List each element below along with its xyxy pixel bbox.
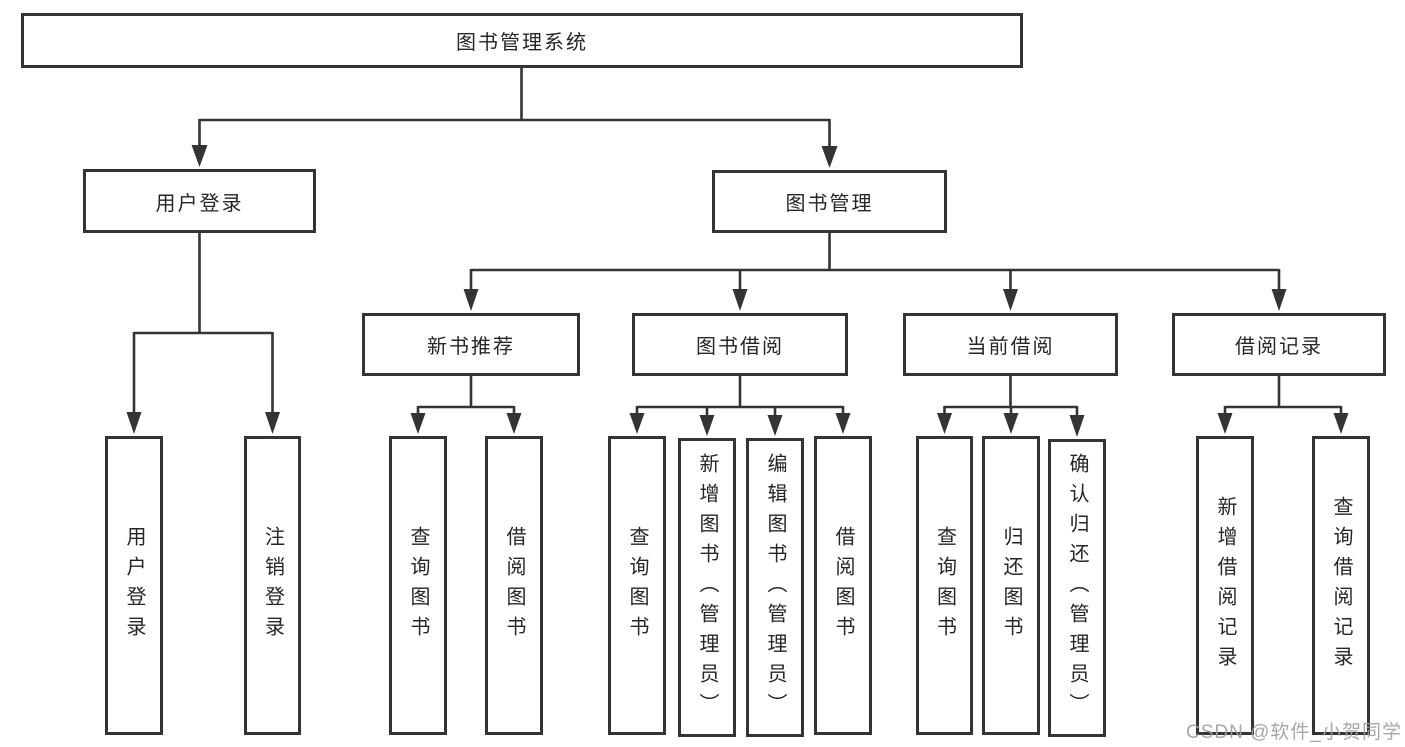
arrow-down-icon — [821, 146, 838, 168]
arrow-down-icon — [1333, 413, 1349, 434]
csdn-watermark: CSDN @软件_小贺同学 — [1186, 722, 1402, 743]
arrow-down-icon — [835, 413, 851, 434]
leaf-edit-book-admin: 编辑图书（管理员） — [746, 438, 804, 737]
node-borrowing-records: 借阅记录 — [1172, 313, 1386, 376]
leaf-borrow-books-borrowing: 借阅图书 — [814, 436, 872, 735]
node-label: 借阅图书 — [832, 525, 854, 646]
node-label: 编辑图书（管理员） — [764, 452, 786, 723]
arrow-down-icon — [265, 412, 280, 434]
node-label: 查询图书 — [626, 525, 648, 646]
arrow-down-icon — [732, 289, 748, 311]
node-current-borrowing: 当前借阅 — [903, 313, 1118, 376]
leaf-add-borrow-record: 新增借阅记录 — [1196, 436, 1254, 735]
arrow-down-icon — [767, 415, 783, 436]
leaf-user-login: 用户登录 — [105, 436, 163, 735]
node-root-library-management-system: 图书管理系统 — [21, 13, 1023, 68]
leaf-query-books-borrowing: 查询图书 — [608, 436, 666, 735]
node-label: 注销登录 — [261, 525, 284, 646]
node-label: 新增图书（管理员） — [696, 452, 718, 723]
arrow-down-icon — [126, 412, 142, 434]
leaf-query-books-recommend: 查询图书 — [389, 436, 447, 735]
arrow-down-icon — [699, 415, 715, 436]
leaf-return-book: 归还图书 — [982, 436, 1040, 735]
leaf-add-book-admin: 新增图书（管理员） — [678, 438, 736, 737]
node-label: 图书管理 — [785, 193, 874, 215]
node-label: 图书借阅 — [696, 336, 784, 358]
node-label: 确认归还（管理员） — [1066, 453, 1088, 723]
node-label: 查询图书 — [933, 525, 956, 646]
node-label: 查询图书 — [407, 525, 429, 646]
node-book-borrowing: 图书借阅 — [632, 313, 848, 376]
arrow-down-icon — [1069, 415, 1085, 437]
node-label: 新增借阅记录 — [1214, 495, 1236, 676]
node-user-login: 用户登录 — [83, 169, 316, 233]
arrow-down-icon — [1003, 413, 1019, 434]
node-label: 借阅记录 — [1235, 336, 1323, 358]
node-label: 借阅图书 — [503, 525, 525, 646]
arrow-down-icon — [1217, 413, 1233, 434]
arrow-down-icon — [506, 413, 522, 434]
arrow-down-icon — [937, 413, 952, 434]
node-label: 当前借阅 — [966, 336, 1055, 358]
node-label: 查询借阅记录 — [1330, 495, 1352, 676]
arrow-down-icon — [1003, 289, 1018, 311]
node-book-management: 图书管理 — [712, 170, 947, 233]
arrow-down-icon — [410, 413, 426, 434]
leaf-query-borrow-record: 查询借阅记录 — [1312, 436, 1370, 735]
leaf-logout: 注销登录 — [244, 436, 301, 735]
arrow-down-icon — [463, 289, 479, 311]
node-label: 用户登录 — [123, 525, 145, 646]
node-new-book-recommend: 新书推荐 — [362, 313, 580, 376]
arrowheads — [126, 145, 1349, 437]
leaf-query-books-current: 查询图书 — [916, 436, 973, 735]
arrow-down-icon — [629, 413, 645, 434]
leaf-confirm-return-admin: 确认归还（管理员） — [1048, 439, 1106, 737]
arrow-down-icon — [191, 145, 208, 167]
node-label: 新书推荐 — [427, 336, 515, 358]
arrow-down-icon — [1271, 289, 1287, 311]
node-label: 用户登录 — [155, 192, 244, 215]
node-label: 归还图书 — [1000, 525, 1022, 646]
node-label: 图书管理系统 — [456, 32, 588, 54]
leaf-borrow-books-recommend: 借阅图书 — [485, 436, 543, 735]
connector-lines — [132, 68, 1343, 420]
